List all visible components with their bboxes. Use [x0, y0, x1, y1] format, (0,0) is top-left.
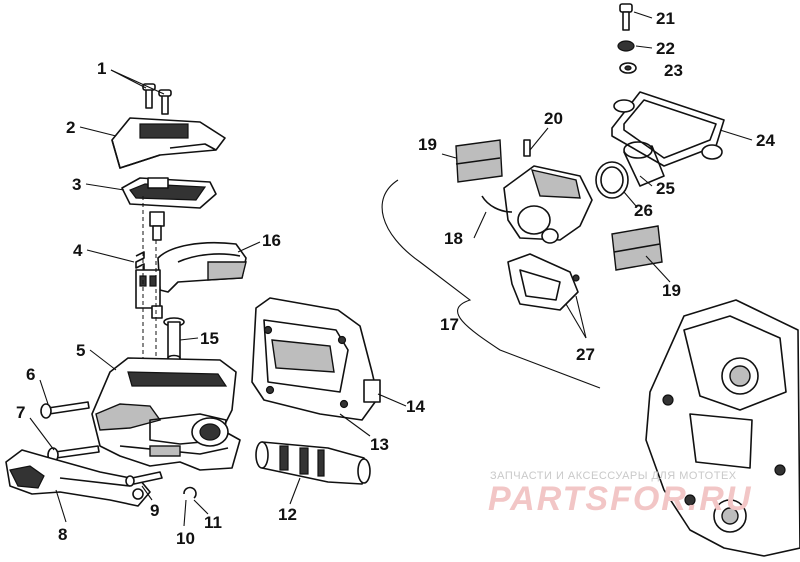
- brake-lever: [5, 449, 151, 507]
- callout-7: 7: [16, 403, 25, 422]
- master-cylinder-body: [91, 357, 241, 471]
- brake-pad-upper: [455, 139, 503, 183]
- callout-19-lower: 19: [662, 281, 681, 300]
- engine-side-case: [645, 299, 800, 557]
- caliper-seal: [595, 161, 629, 199]
- callout-25: 25: [656, 179, 675, 198]
- callout-17: 17: [440, 315, 459, 334]
- callout-8: 8: [58, 525, 67, 544]
- pad-spring-plate: [507, 253, 580, 311]
- bracket-washer: [617, 40, 635, 52]
- callout-26: 26: [634, 201, 653, 220]
- reservoir-housing-cover: [251, 297, 381, 421]
- cover-screws: [142, 83, 172, 115]
- caliper-piston: [623, 141, 665, 187]
- callout-21: 21: [656, 9, 675, 28]
- callout-27: 27: [576, 345, 595, 364]
- diaphragm: [121, 177, 217, 209]
- watermark-caption: ЗАПЧАСТИ И АКСЕССУАРЫ ДЛЯ МОТОТЕХ: [490, 470, 737, 482]
- callout-3: 3: [72, 175, 81, 194]
- mounting-bolt-upper: [40, 401, 90, 419]
- callout-2: 2: [66, 118, 75, 137]
- master-piston: [149, 211, 165, 241]
- callout-23: 23: [664, 61, 683, 80]
- watermark-logo: PARTSFOR.RU: [488, 480, 753, 518]
- callout-1: 1: [97, 59, 106, 78]
- retaining-clip: [183, 486, 197, 499]
- callout-24: 24: [756, 131, 775, 150]
- pivot-pin: [163, 317, 185, 362]
- callout-19-upper: 19: [418, 135, 437, 154]
- callout-15: 15: [200, 329, 219, 348]
- lever-pivot-bolt: [125, 471, 163, 487]
- leader-lines: [29, 11, 753, 527]
- bracket-bolt: [619, 3, 633, 31]
- callout-13: 13: [370, 435, 389, 454]
- bracket-washer-lower: [619, 62, 637, 74]
- caliper-body: [481, 139, 593, 244]
- callout-12: 12: [278, 505, 297, 524]
- callout-11: 11: [204, 513, 222, 532]
- spring: [135, 251, 145, 275]
- callout-14: 14: [406, 397, 425, 416]
- callout-10: 10: [176, 529, 195, 548]
- callout-6: 6: [26, 365, 35, 384]
- callout-9: 9: [150, 501, 159, 520]
- lever-bracket: [135, 241, 247, 319]
- piston-assembly: [255, 441, 371, 485]
- callout-16: 16: [262, 231, 281, 250]
- reservoir-cover: [111, 117, 226, 169]
- caliper-mount-bracket: [611, 91, 725, 167]
- callout-20: 20: [544, 109, 563, 128]
- callout-labels: 1 2 3 4 5 6 7 8 9 10 11 12 13 14 15 16 1…: [16, 9, 775, 548]
- callout-5: 5: [76, 341, 85, 360]
- brake-pad-lower: [611, 225, 663, 271]
- callout-18: 18: [444, 229, 463, 248]
- callout-4: 4: [73, 241, 83, 260]
- callout-22: 22: [656, 39, 675, 58]
